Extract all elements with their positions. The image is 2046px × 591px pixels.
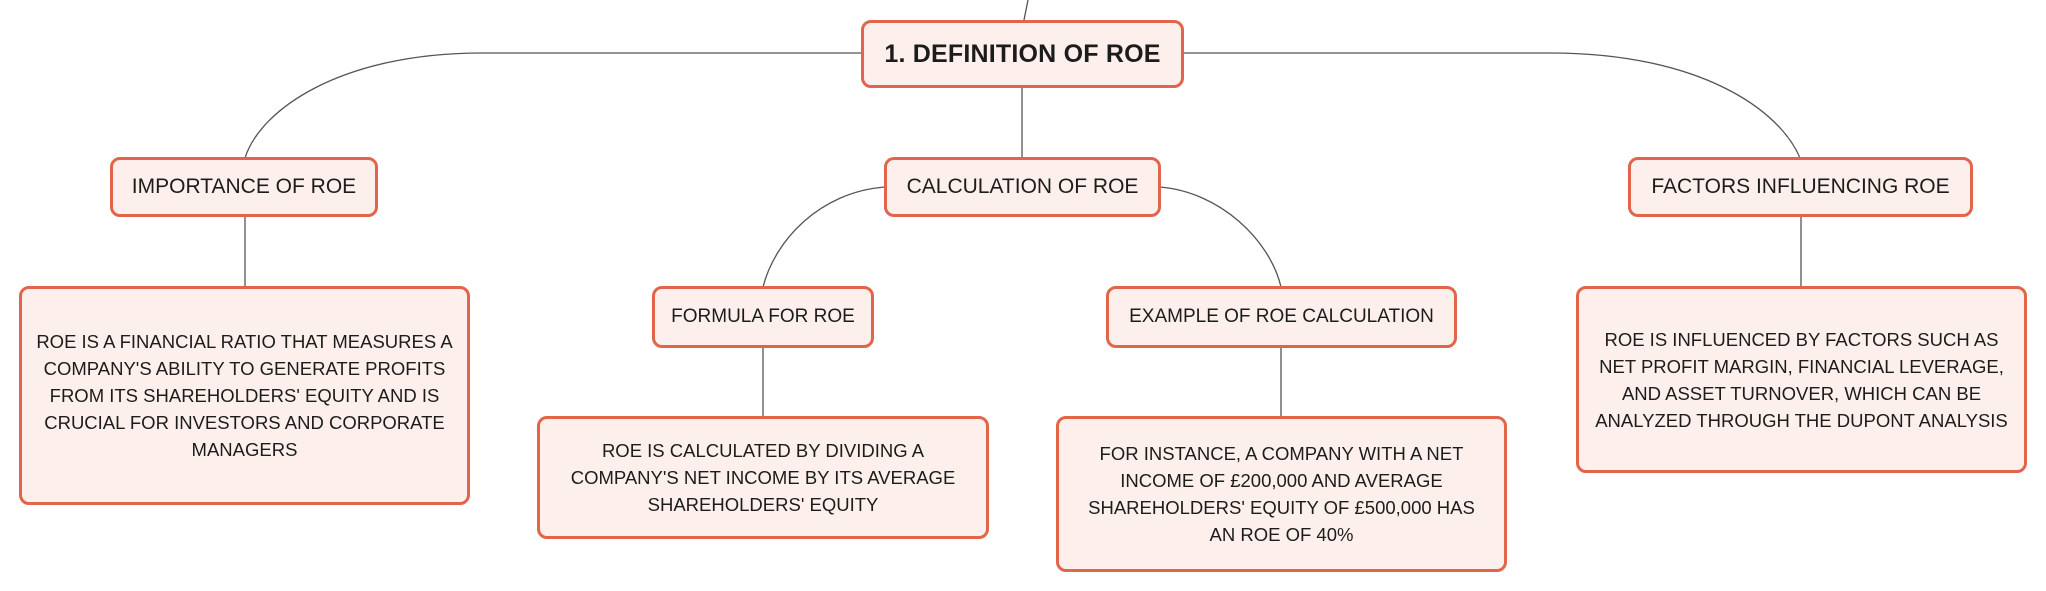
- node-label: IMPORTANCE OF ROE: [131, 175, 357, 198]
- node-label: FACTORS INFLUENCING ROE: [1651, 175, 1950, 198]
- node-calculation-of-roe[interactable]: CALCULATION OF ROE: [884, 157, 1161, 217]
- node-label: CALCULATION OF ROE: [906, 175, 1139, 198]
- node-importance-description[interactable]: ROE IS A FINANCIAL RATIO THAT MEASURES A…: [19, 286, 470, 505]
- node-formula-description[interactable]: ROE IS CALCULATED BY DIVIDING A COMPANY'…: [537, 416, 989, 539]
- node-description-text: ROE IS INFLUENCED BY FACTORS SUCH AS NET…: [1595, 328, 2008, 431]
- node-formula-for-roe[interactable]: FORMULA FOR ROE: [652, 286, 874, 348]
- node-importance-of-roe[interactable]: IMPORTANCE OF ROE: [110, 157, 378, 217]
- node-label: EXAMPLE OF ROE CALCULATION: [1129, 306, 1434, 327]
- node-description-text: FOR INSTANCE, A COMPANY WITH A NET INCOM…: [1088, 443, 1475, 545]
- connector-root-importance: [244, 52, 862, 159]
- node-description-text: ROE IS CALCULATED BY DIVIDING A COMPANY'…: [570, 440, 956, 515]
- connector-root-factors: [1183, 52, 1801, 159]
- node-description-text: ROE IS A FINANCIAL RATIO THAT MEASURES A…: [36, 331, 453, 460]
- root-node-label: 1. DEFINITION OF ROE: [884, 39, 1161, 68]
- connector-calculation-formula: [762, 186, 886, 288]
- node-factors-influencing-roe[interactable]: FACTORS INFLUENCING ROE: [1628, 157, 1973, 217]
- node-label: FORMULA FOR ROE: [671, 306, 855, 327]
- connector-parent-root: [1023, 0, 1029, 21]
- node-example-of-roe-calculation[interactable]: EXAMPLE OF ROE CALCULATION: [1106, 286, 1457, 348]
- node-factors-description[interactable]: ROE IS INFLUENCED BY FACTORS SUCH AS NET…: [1576, 286, 2027, 473]
- node-example-description[interactable]: FOR INSTANCE, A COMPANY WITH A NET INCOM…: [1056, 416, 1507, 572]
- connector-calculation-example: [1159, 186, 1282, 288]
- root-node-definition-of-roe[interactable]: 1. DEFINITION OF ROE: [861, 20, 1184, 88]
